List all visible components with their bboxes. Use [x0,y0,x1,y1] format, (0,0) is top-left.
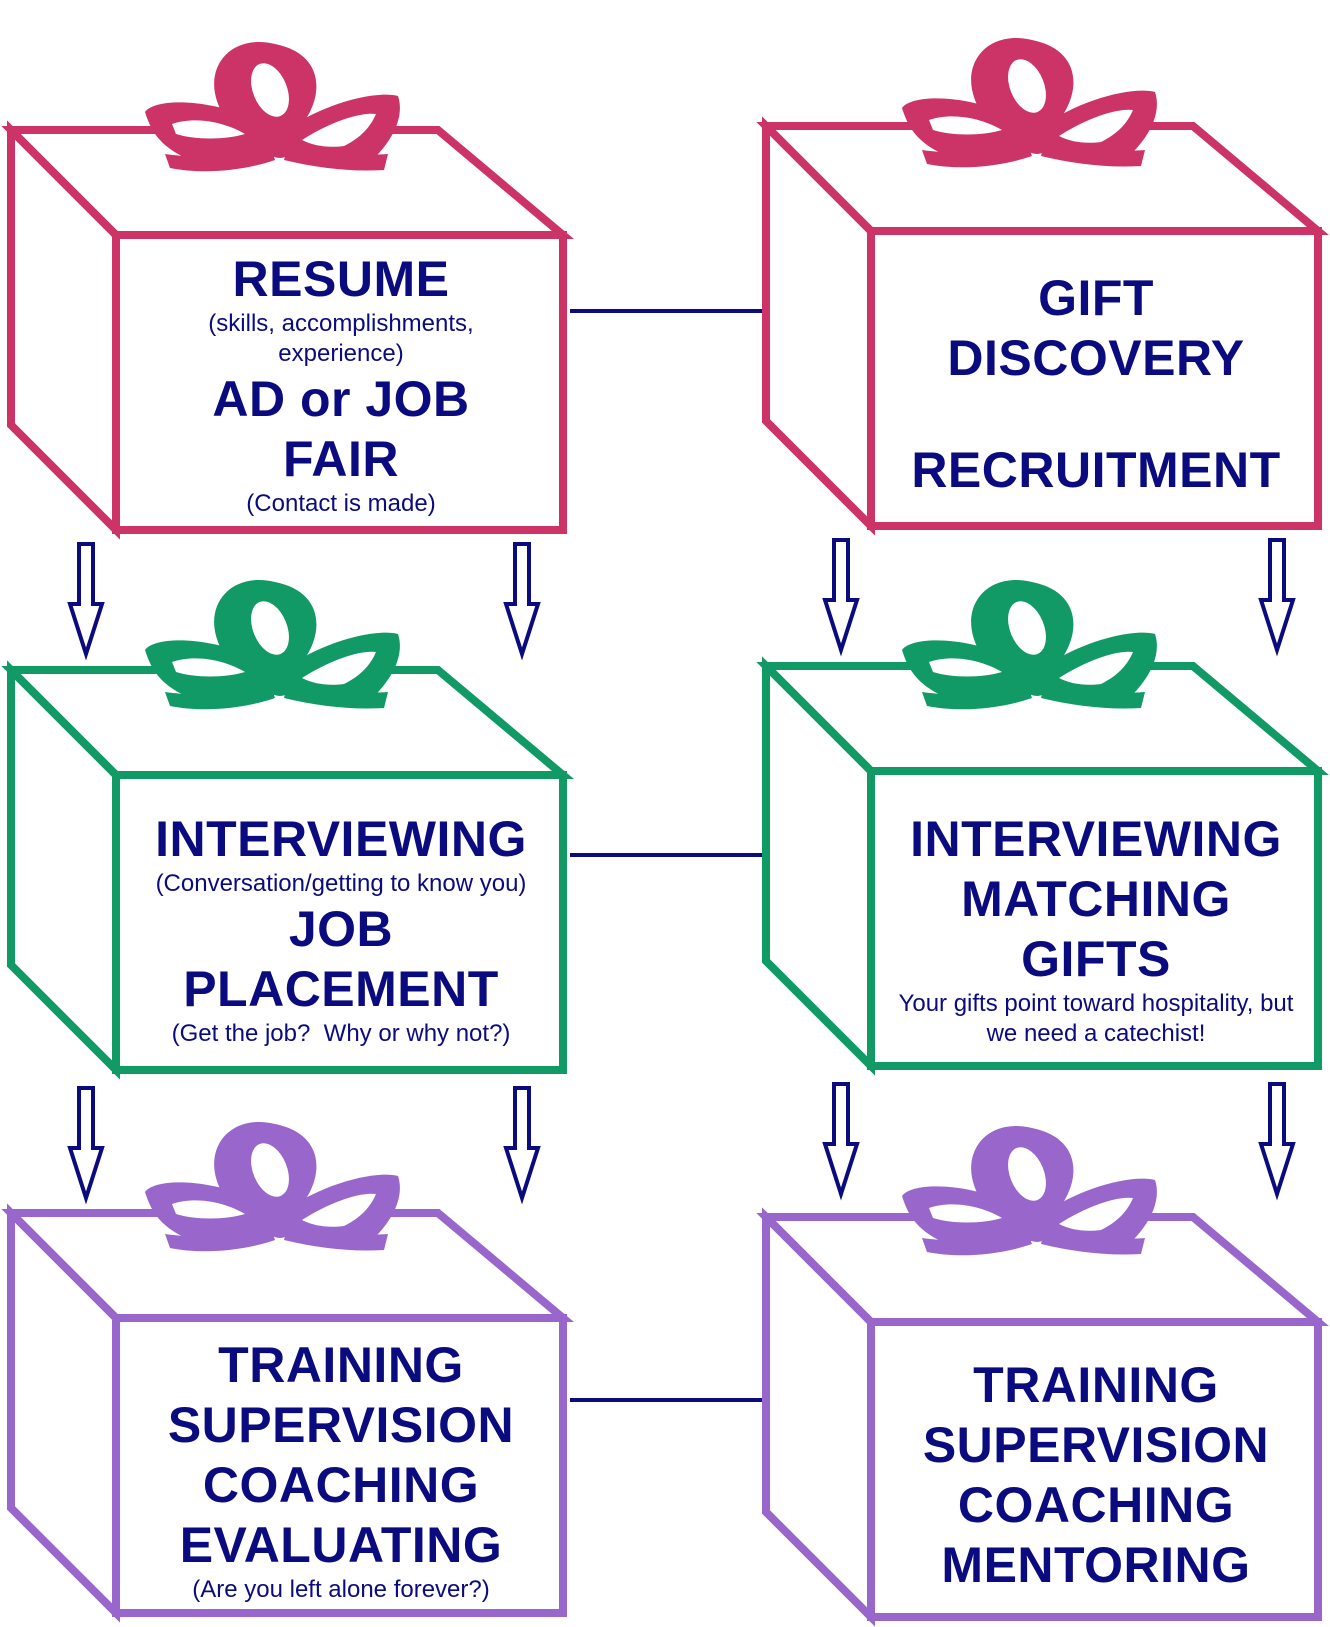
training-left-bow-right-tail [284,1226,388,1251]
training-left-bow-left-tail [165,1226,275,1252]
resume-box-side-face [7,120,120,540]
interviewing-left-bow-right-loop-hole [302,651,376,685]
gifts-title: GIFTS [1021,931,1171,987]
interviewing-left-bow-top-loop-hole [251,601,289,655]
gift-discovery-box-front-face [867,227,1322,530]
gift-discovery-bow-left-tail [922,142,1032,168]
resume-bow-knot [264,126,296,158]
training-right-bow-top-loop-hole [1008,1147,1046,1201]
gift-discovery-box-side-face [762,116,875,536]
interviewing-right-bow-knot [1021,664,1053,696]
training-right-bow-right-tail [1041,1230,1145,1255]
resume-bow-left-loop-hole [172,120,245,139]
training-right-bow-left-loop-hole [929,1204,1002,1223]
training-left-box-side-face [7,1203,120,1623]
catechist-note: Your gifts point toward hospitality, but… [898,990,1294,1047]
training-left-bow-top-loop-hole [251,1143,289,1197]
matching-title: MATCHING [961,871,1231,927]
gift-discovery-box-text: GIFT DISCOVERY RECRUITMENT [871,238,1321,530]
interviewing-title: INTERVIEWING [910,811,1282,867]
training-left-bow [145,1122,400,1252]
interviewing-left-bow-left-tail [165,684,275,710]
training-right-bow-left-tail [922,1230,1032,1256]
resume-bow-right-loop-hole [302,113,376,147]
interviewing-right-bow [902,580,1157,710]
interviewing-left-box-side-face [7,660,120,1080]
down-arrow-icon [822,538,860,657]
training-right-bow-right-loop-hole [1059,1197,1133,1231]
down-arrow-icon [67,542,105,661]
training-right-box-text: TRAINING SUPERVISION COACHING MENTORING [871,1325,1321,1625]
interviewing-left-bow-right-tail [284,684,388,709]
gift-discovery-bow-right-tail [1041,142,1145,167]
training-left-bow-right-loop-hole [302,1193,376,1227]
interviewing-right-box-text: INTERVIEWING MATCHING GIFTS Your gifts p… [871,778,1321,1080]
gift-discovery-bow-knot [1021,122,1053,154]
job-title: JOB [288,901,394,957]
gift-title: GIFT [1038,270,1154,326]
training-right-bow [902,1126,1157,1256]
resume-bow [145,42,400,172]
supervision-title: SUPERVISION [167,1397,515,1453]
down-arrow-icon [1258,538,1296,657]
training-right-box-side-face [762,1207,875,1627]
ad-job-fair-title: AD or JOB FAIR [212,371,470,487]
training-left-bow-knot [264,1206,296,1238]
discovery-title: DISCOVERY [947,330,1245,386]
contact-note: (Contact is made) [246,490,436,517]
conversation-subtitle: (Conversation/getting to know you) [155,870,527,897]
resume-bow-right-tail [284,146,388,171]
interviewing-right-bow-right-tail [1041,684,1145,709]
gift-discovery-bow [902,38,1157,168]
gift-discovery-bow-top-loop-hole [1008,59,1046,113]
left-alone-note: (Are you left alone forever?) [192,1576,490,1603]
down-arrow-icon [1258,1082,1296,1201]
placement-title: PLACEMENT [183,961,499,1017]
interviewing-right-bow-top-loop-hole [1008,601,1046,655]
interviewing-right-bow-left-loop-hole [929,658,1002,677]
interviewing-left-bow [145,580,400,710]
resume-box-text: RESUME (skills, accomplishments, experie… [116,238,566,530]
interviewing-right-bow-left-tail [922,684,1032,710]
coaching-title: COACHING [957,1477,1235,1533]
interviewing-left-box-front-face [112,771,567,1074]
resume-subtitle: (skills, accomplishments, experience) [208,310,474,367]
training-title: TRAINING [218,1337,464,1393]
training-right-bow-knot [1021,1210,1053,1242]
down-arrow-icon [67,1086,105,1205]
coaching-title: COACHING [202,1457,480,1513]
down-arrow-icon [822,1082,860,1201]
training-left-box-front-face [112,1314,567,1617]
training-left-bow-left-loop-hole [172,1200,245,1219]
down-arrow-icon [503,542,541,661]
get-the-job-note: (Get the job? Why or why not?) [171,1020,511,1047]
training-right-box-front-face [867,1318,1322,1621]
training-left-box-text: TRAINING SUPERVISION COACHING EVALUATING… [116,1320,566,1620]
training-title: TRAINING [973,1357,1219,1413]
resume-bow-top-loop-hole [251,63,289,117]
interviewing-right-box-side-face [762,656,875,1076]
evaluating-title: EVALUATING [179,1517,503,1573]
interviewing-left-bow-knot [264,664,296,696]
recruitment-title: RECRUITMENT [911,442,1281,498]
resume-box-front-face [112,231,567,534]
mentoring-title: MENTORING [941,1537,1251,1593]
resume-bow-left-tail [165,146,275,172]
interviewing-left-box-text: INTERVIEWING (Conversation/getting to kn… [116,778,566,1080]
supervision-title: SUPERVISION [922,1417,1270,1473]
interviewing-right-bow-right-loop-hole [1059,651,1133,685]
interviewing-title: INTERVIEWING [155,811,527,867]
down-arrow-icon [503,1086,541,1205]
gift-discovery-bow-left-loop-hole [929,116,1002,135]
interviewing-left-bow-left-loop-hole [172,658,245,677]
gift-discovery-bow-right-loop-hole [1059,109,1133,143]
resume-title: RESUME [232,251,450,307]
interviewing-right-box-front-face [867,767,1322,1070]
